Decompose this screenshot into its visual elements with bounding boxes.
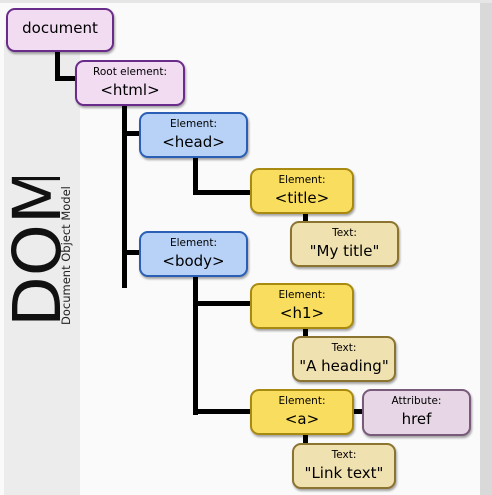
title-text-node: Text: "My title" bbox=[290, 221, 399, 267]
connector-a-to-href bbox=[353, 409, 365, 414]
connector-head-to-title bbox=[193, 190, 251, 195]
a-caption: Element: bbox=[278, 395, 326, 407]
connector-head-trunk bbox=[193, 156, 198, 195]
dom-title-text: DOM bbox=[8, 177, 64, 327]
href-attribute-node: Attribute: href bbox=[362, 389, 471, 436]
a-tag: <a> bbox=[284, 410, 320, 428]
a-text-caption: Text: bbox=[331, 449, 357, 461]
document-label: document bbox=[22, 19, 98, 37]
title-caption: Element: bbox=[278, 174, 326, 186]
connector-html-trunk bbox=[122, 104, 127, 288]
h1-node: Element: <h1> bbox=[250, 283, 354, 329]
body-node: Element: <body> bbox=[139, 231, 248, 277]
h1-text-caption: Text: bbox=[331, 342, 357, 354]
page-top-edge bbox=[0, 0, 492, 3]
h1-text-value: "A heading" bbox=[299, 357, 389, 375]
head-node: Element: <head> bbox=[139, 112, 248, 158]
dom-subtitle: Document Object Model bbox=[58, 170, 74, 325]
connector-document-to-html bbox=[55, 76, 77, 81]
h1-caption: Element: bbox=[278, 289, 326, 301]
a-node: Element: <a> bbox=[250, 389, 354, 435]
h1-text-node: Text: "A heading" bbox=[292, 336, 396, 382]
connector-html-to-head bbox=[122, 131, 140, 136]
a-text-node: Text: "Link text" bbox=[292, 443, 396, 489]
connector-title-trunk bbox=[303, 212, 308, 224]
head-tag: <head> bbox=[162, 133, 225, 151]
html-caption: Root element: bbox=[93, 66, 167, 78]
title-strip bbox=[4, 40, 80, 495]
html-node: Root element: <html> bbox=[75, 60, 185, 106]
h1-tag: <h1> bbox=[279, 304, 325, 322]
dom-title: DOM bbox=[8, 177, 64, 327]
head-caption: Element: bbox=[169, 118, 217, 130]
body-caption: Element: bbox=[169, 237, 217, 249]
connector-body-to-a bbox=[193, 409, 251, 414]
connector-body-trunk bbox=[193, 275, 198, 415]
connector-body-to-h1 bbox=[193, 301, 251, 306]
href-caption: Attribute: bbox=[391, 395, 442, 407]
connector-html-to-body bbox=[122, 250, 140, 255]
title-text-caption: Text: bbox=[332, 227, 357, 239]
dom-subtitle-text: Document Object Model bbox=[59, 186, 73, 325]
href-value: href bbox=[401, 410, 432, 428]
connector-h1-trunk bbox=[303, 327, 308, 339]
title-node: Element: <title> bbox=[250, 168, 354, 214]
title-tag: <title> bbox=[274, 189, 330, 207]
a-text-value: "Link text" bbox=[304, 464, 384, 482]
title-text-value: "My title" bbox=[309, 242, 380, 260]
html-tag: <html> bbox=[100, 81, 160, 99]
document-node: document bbox=[6, 8, 114, 52]
connector-a-trunk bbox=[303, 434, 308, 446]
connector-document-down bbox=[55, 50, 60, 80]
body-tag: <body> bbox=[162, 252, 225, 270]
page-edge bbox=[480, 0, 492, 495]
